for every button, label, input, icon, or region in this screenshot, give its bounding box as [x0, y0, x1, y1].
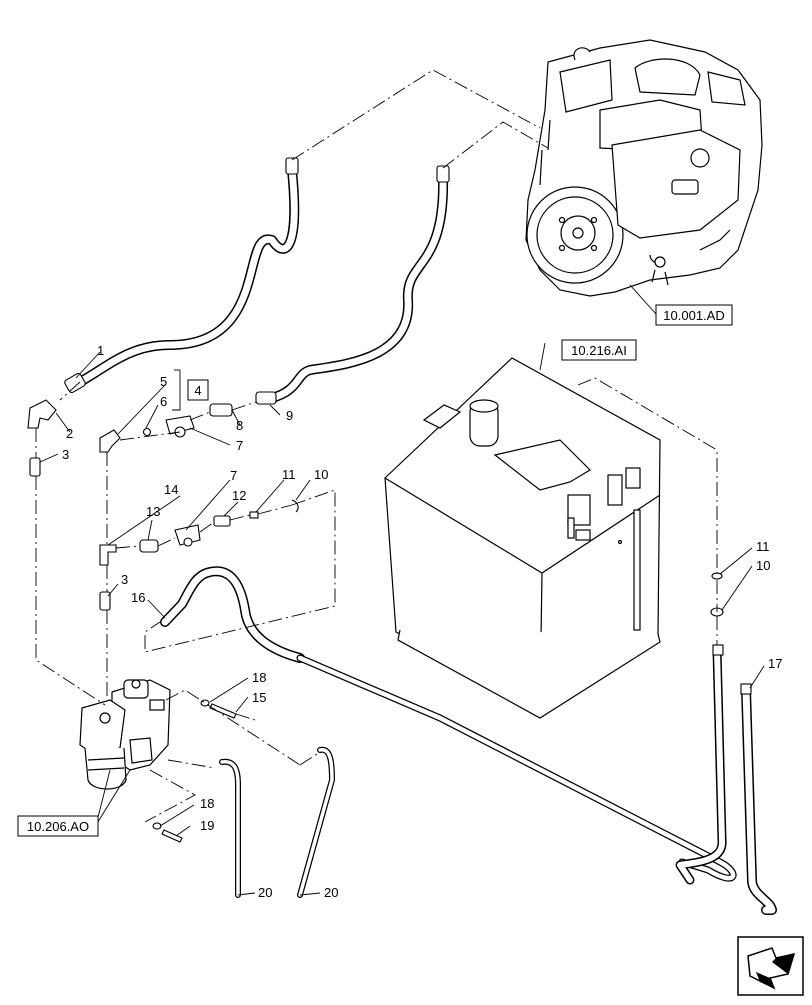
callout-15: 15 [252, 690, 266, 705]
callout-1: 1 [97, 343, 104, 358]
kit-box: 4 [187, 379, 209, 401]
kit-box-number: 4 [194, 383, 201, 398]
reference-engine-text: 10.001.AD [663, 308, 724, 323]
callout-14: 14 [164, 482, 178, 497]
callout-numbers: 1 2 3 5 6 7 8 9 14 13 7 12 11 10 3 16 18… [62, 343, 782, 900]
callout-10-right: 10 [756, 558, 770, 573]
callout-12: 12 [232, 488, 246, 503]
callout-11-right: 11 [756, 539, 770, 554]
callout-5: 5 [160, 374, 167, 389]
callout-2: 2 [66, 426, 73, 441]
connection-lines [35, 69, 718, 823]
callout-7-top: 7 [236, 438, 243, 453]
callout-20-left: 20 [258, 885, 272, 900]
fuel-hoses [75, 165, 777, 915]
callout-17: 17 [768, 656, 782, 671]
callout-9: 9 [286, 408, 293, 423]
engine-illustration [525, 39, 763, 297]
reference-filter-text: 10.206.AO [27, 819, 89, 834]
leader-lines [39, 284, 765, 896]
callout-20-right: 20 [324, 885, 338, 900]
reference-filter[interactable]: 10.206.AO [17, 815, 99, 837]
callout-7-mid: 7 [230, 468, 237, 483]
callout-13: 13 [146, 504, 160, 519]
reference-engine[interactable]: 10.001.AD [655, 304, 733, 326]
callout-18-top: 18 [252, 670, 266, 685]
callout-18-bottom: 18 [200, 796, 214, 811]
fitting-parts [27, 399, 724, 843]
callout-16: 16 [131, 590, 145, 605]
next-page-arrow-icon[interactable] [737, 936, 804, 996]
hose-fittings [64, 157, 752, 695]
callout-10-left: 10 [314, 467, 328, 482]
callout-8: 8 [236, 418, 243, 433]
reference-tank[interactable]: 10.216.AI [561, 339, 637, 361]
callout-6: 6 [160, 394, 167, 409]
fuel-filter-illustration [79, 679, 171, 790]
fuel-tank-illustration [384, 357, 661, 719]
callout-3-bottom: 3 [121, 572, 128, 587]
callout-11-left: 11 [282, 467, 296, 482]
reference-tank-text: 10.216.AI [571, 343, 627, 358]
callout-3-top: 3 [62, 447, 69, 462]
callout-19: 19 [200, 818, 214, 833]
